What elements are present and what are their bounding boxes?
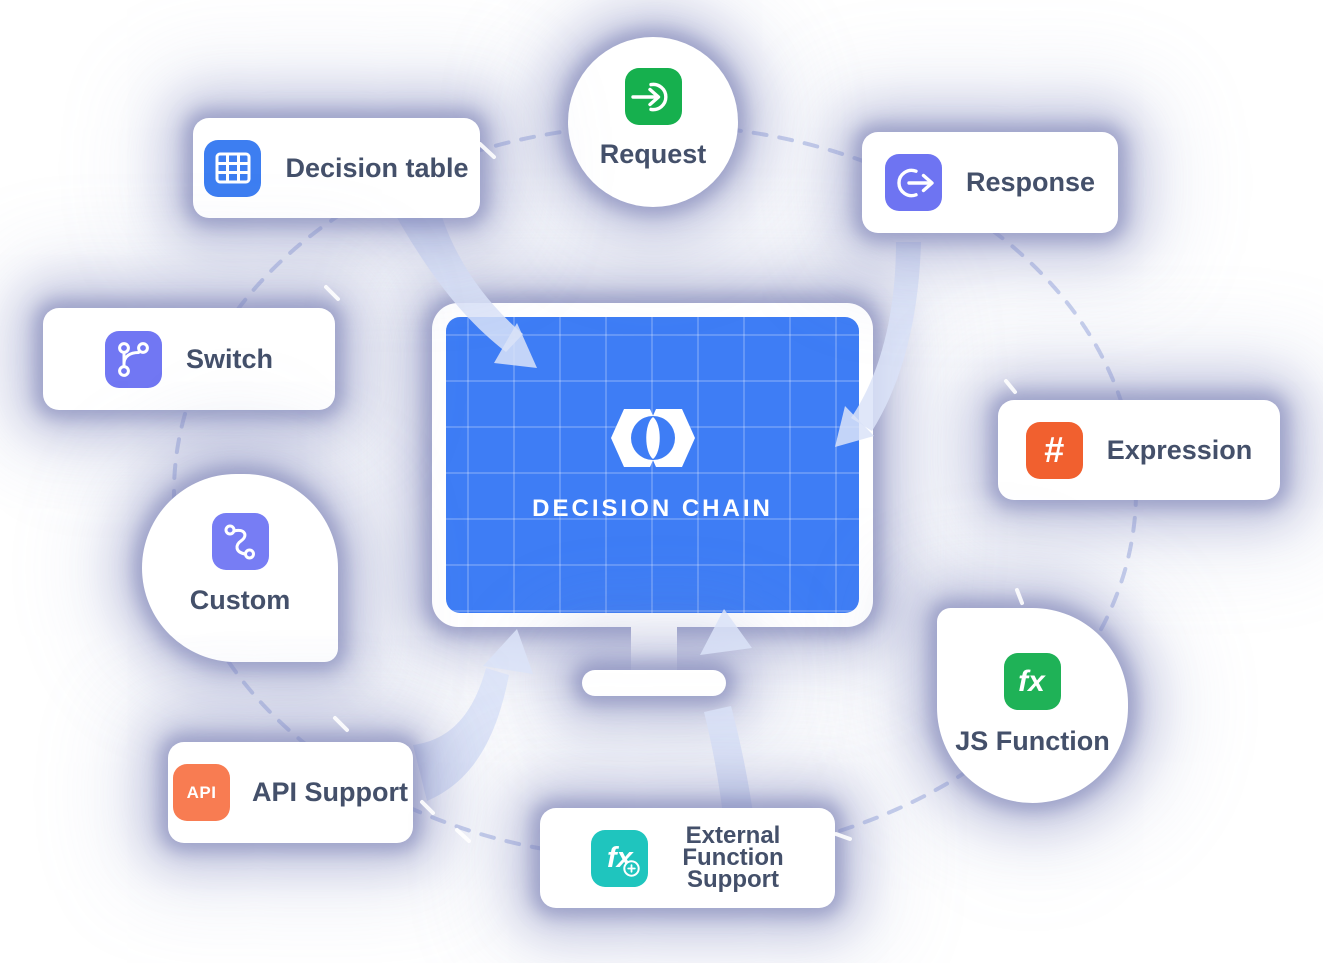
decision-chain-logo (610, 409, 695, 467)
node-label: JS Function (955, 726, 1110, 756)
api-icon: API (173, 764, 230, 821)
screen-title: DECISION CHAIN (532, 495, 773, 522)
node-expression: # Expression (998, 400, 1280, 500)
monitor-screen: DECISION CHAIN (446, 317, 859, 613)
api-glyph: API (186, 782, 217, 802)
arrow-api-support-to-monitor (413, 629, 533, 801)
node-label: Custom (189, 585, 291, 615)
route-icon (211, 513, 269, 570)
node-custom: Custom (142, 474, 338, 662)
external-label-line3: Support (687, 866, 779, 893)
node-api-support: API API Support (168, 742, 413, 843)
monitor-stand-base (582, 670, 726, 696)
node-js-function: fx JS Function (937, 608, 1128, 803)
hash-glyph: # (1044, 429, 1065, 470)
fx-plus-icon: fx (591, 829, 649, 887)
node-decision-table: Decision table (193, 118, 480, 218)
git-branch-icon (104, 330, 162, 388)
node-label: Switch (185, 343, 273, 374)
node-external-function-support: fx External Function Support (540, 808, 835, 908)
node-label: API Support (252, 777, 408, 808)
monitor-stand-neck (631, 626, 677, 674)
node-label: Expression (1106, 434, 1253, 465)
node-switch: Switch (43, 308, 335, 410)
node-label: Request (599, 139, 707, 169)
node-label: Response (965, 167, 1096, 198)
arrow-enter-circle-icon (624, 68, 682, 125)
monitor: DECISION CHAIN (432, 303, 873, 627)
table-grid-icon (204, 139, 262, 197)
arrow-exit-circle-icon (884, 154, 942, 211)
fx-glyph: fx (1018, 664, 1045, 698)
node-label: External Function Support (682, 824, 783, 893)
fx-icon: fx (1004, 653, 1061, 710)
hash-icon: # (1025, 421, 1083, 479)
node-response: Response (862, 132, 1118, 233)
node-label: Decision table (285, 152, 469, 183)
node-request: Request (568, 37, 738, 207)
